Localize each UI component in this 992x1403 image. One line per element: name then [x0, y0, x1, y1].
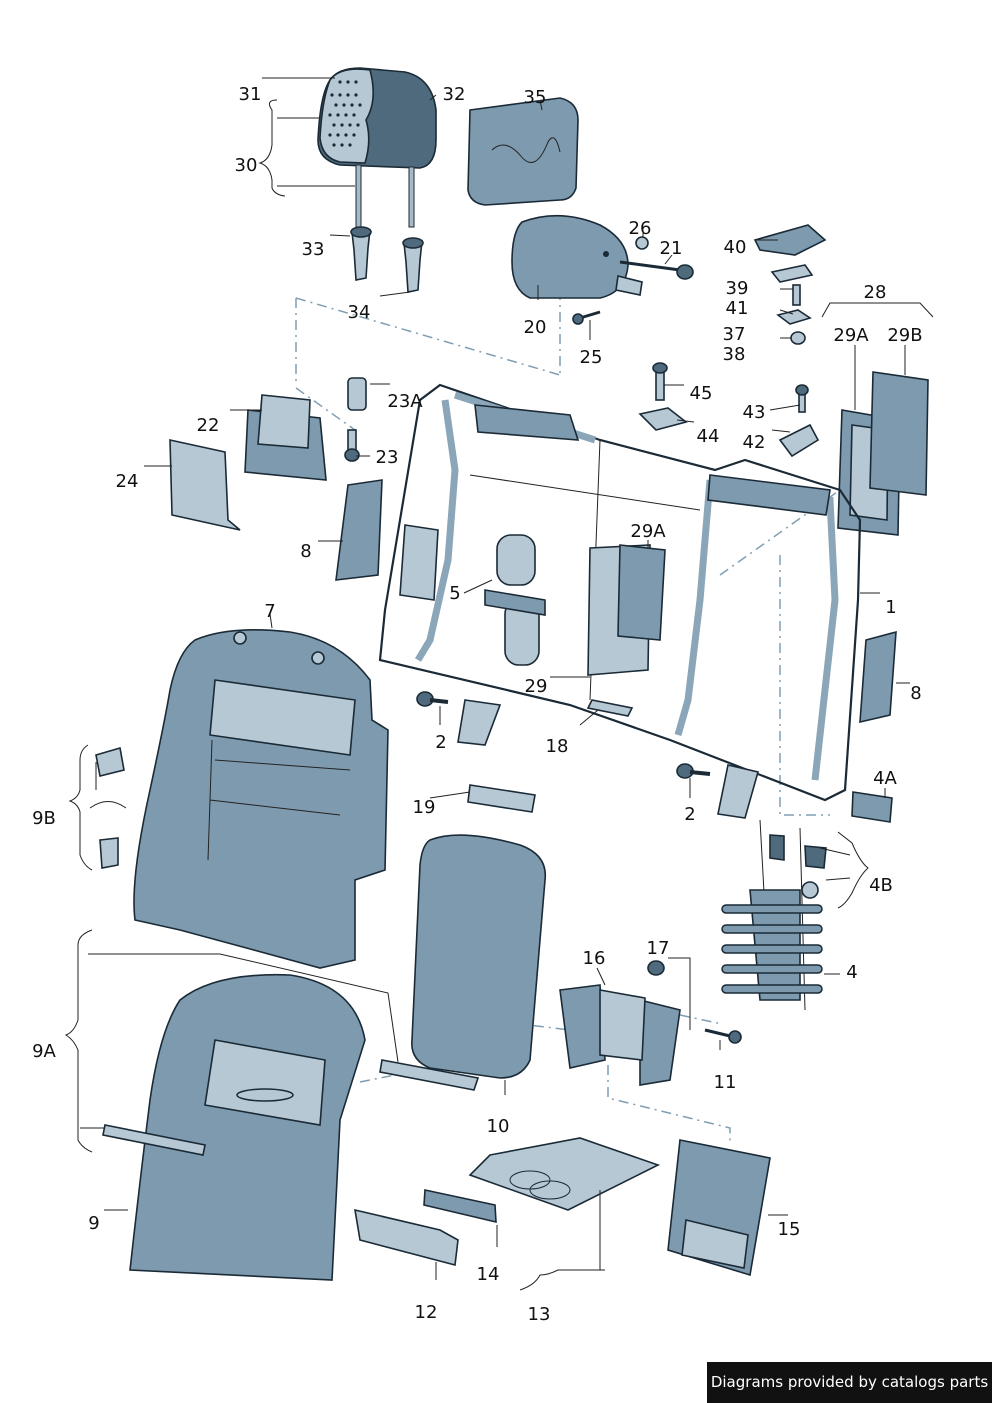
- callout-29a: 29A: [630, 521, 666, 542]
- callout-26: 26: [629, 218, 652, 239]
- callout-8: 8: [300, 541, 311, 562]
- callout-24: 24: [116, 471, 139, 492]
- callout-35: 35: [524, 87, 547, 108]
- callout-33: 33: [302, 239, 325, 260]
- callout-39: 39: [726, 278, 749, 299]
- callout-19: 19: [413, 797, 436, 818]
- callout-9b: 9B: [32, 808, 56, 829]
- callout-1: 1: [885, 597, 896, 618]
- headrest-pad: [467, 97, 579, 206]
- callout-16: 16: [583, 948, 606, 969]
- callout-44: 44: [697, 426, 720, 447]
- side-headrest: [511, 214, 643, 299]
- callout-20: 20: [524, 317, 547, 338]
- callout-9a: 9A: [32, 1041, 56, 1062]
- callout-43: 43: [743, 402, 766, 423]
- callout-2: 2: [684, 804, 695, 825]
- callout-37: 37: [723, 324, 746, 345]
- callout-12: 12: [415, 1302, 438, 1323]
- storage-tray: [354, 1137, 771, 1277]
- callout-25: 25: [580, 347, 603, 368]
- callout-22: 22: [197, 415, 220, 436]
- callout-21: 21: [660, 238, 683, 259]
- callout-8: 8: [910, 683, 921, 704]
- screws-upper: [572, 236, 694, 325]
- callout-10: 10: [487, 1116, 510, 1137]
- headrest: [317, 67, 437, 228]
- callout-41: 41: [726, 298, 749, 319]
- callout-30: 30: [235, 155, 258, 176]
- backrest-cushion: [133, 628, 389, 969]
- callout-29: 29: [525, 676, 548, 697]
- callout-labels: 1 2 2 4 4A 4B 5 7 8 8 9 9A 9B 10 11 12 1…: [32, 84, 923, 1325]
- callout-14: 14: [477, 1264, 500, 1285]
- callout-31: 31: [239, 84, 262, 105]
- callout-23: 23: [376, 447, 399, 468]
- callout-4b: 4B: [869, 875, 893, 896]
- callout-15: 15: [778, 1219, 801, 1240]
- backrest-cover: [102, 973, 366, 1281]
- lumbar-support: [721, 791, 893, 1011]
- callout-4: 4: [846, 962, 857, 983]
- callout-42: 42: [743, 432, 766, 453]
- clips: [89, 746, 127, 869]
- seat-back-frame: [378, 383, 862, 802]
- callout-32: 32: [443, 84, 466, 105]
- callout-5: 5: [449, 583, 460, 604]
- attribution-banner: Diagrams provided by catalogs parts: [707, 1362, 992, 1403]
- callout-2: 2: [435, 732, 446, 753]
- callout-45: 45: [690, 383, 713, 404]
- callout-9: 9: [88, 1213, 99, 1234]
- trim-pieces: [753, 224, 827, 345]
- callout-40: 40: [724, 237, 747, 258]
- headrest-guides: [350, 226, 424, 293]
- callout-11: 11: [714, 1072, 737, 1093]
- callout-29a: 29A: [833, 325, 869, 346]
- brackets: [638, 362, 820, 458]
- frame-feet: [416, 691, 759, 819]
- side-cover-left: [335, 479, 383, 581]
- side-cover-right: [859, 630, 897, 724]
- lumbar-motor: [484, 534, 546, 666]
- callout-34: 34: [348, 302, 371, 323]
- seat-frame-lower: [559, 960, 742, 1086]
- callout-13: 13: [528, 1304, 551, 1325]
- control-module: [169, 377, 367, 531]
- side-panels: [837, 371, 929, 536]
- callout-38: 38: [723, 344, 746, 365]
- callout-28: 28: [864, 282, 887, 303]
- callout-29b: 29B: [887, 325, 922, 346]
- callout-23a: 23A: [387, 391, 423, 412]
- callout-18: 18: [546, 736, 569, 757]
- leader-lines: [64, 77, 934, 1291]
- lower-cushion: [379, 784, 547, 1091]
- callout-7: 7: [264, 601, 275, 622]
- callout-4a: 4A: [873, 768, 897, 789]
- callout-17: 17: [647, 938, 670, 959]
